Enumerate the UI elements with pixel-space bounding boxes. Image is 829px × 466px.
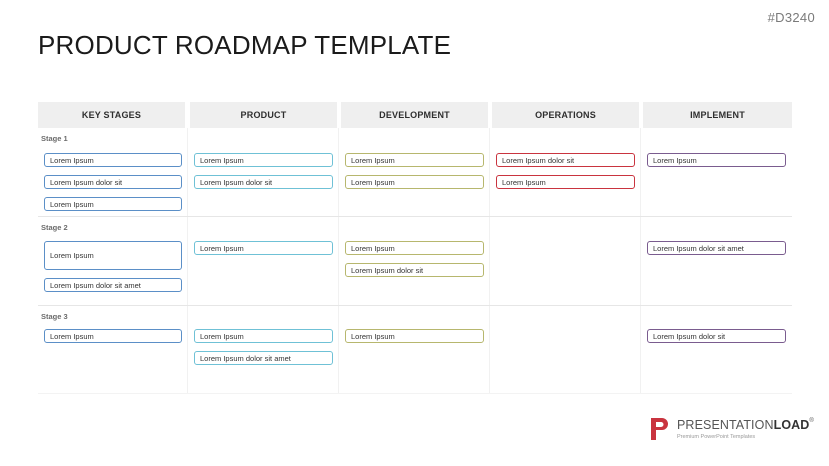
- key-stage-box: Lorem Ipsum: [44, 197, 182, 211]
- product-box: Lorem Ipsum: [194, 241, 333, 255]
- product-box: Lorem Ipsum: [194, 329, 333, 343]
- development-box: Lorem Ipsum: [345, 175, 484, 189]
- operations-box: Lorem Ipsum: [496, 175, 635, 189]
- key-stage-box: Lorem Ipsum dolor sit: [44, 175, 182, 189]
- column-divider: [187, 128, 188, 394]
- page-title: PRODUCT ROADMAP TEMPLATE: [38, 30, 452, 60]
- design-code: #D3240: [767, 10, 815, 25]
- key-stage-box: Lorem Ipsum: [44, 241, 182, 270]
- product-box: Lorem Ipsum dolor sit amet: [194, 351, 333, 365]
- product-box: Lorem Ipsum dolor sit: [194, 175, 333, 189]
- column-header-operations: OPERATIONS: [492, 102, 639, 128]
- key-stage-box: Lorem Ipsum dolor sit amet: [44, 278, 182, 292]
- column-header-key-stages: KEY STAGES: [38, 102, 185, 128]
- development-box: Lorem Ipsum: [345, 329, 484, 343]
- development-box: Lorem Ipsum: [345, 241, 484, 255]
- column-divider: [338, 128, 339, 394]
- row-divider: [38, 393, 792, 394]
- stage-label: Stage 2: [41, 223, 68, 232]
- implement-box: Lorem Ipsum dolor sit amet: [647, 241, 786, 255]
- column-divider: [640, 128, 641, 394]
- logo-wordmark: PRESENTATIONLOAD®: [677, 418, 814, 432]
- development-box: Lorem Ipsum: [345, 153, 484, 167]
- column-divider: [489, 128, 490, 394]
- column-header-development: DEVELOPMENT: [341, 102, 488, 128]
- presentationload-logo-icon: [650, 417, 668, 441]
- implement-box: Lorem Ipsum: [647, 153, 786, 167]
- row-divider: [38, 305, 792, 306]
- column-header-implement: IMPLEMENT: [643, 102, 792, 128]
- stage-label: Stage 1: [41, 134, 68, 143]
- roadmap-table: KEY STAGES PRODUCT DEVELOPMENT OPERATION…: [38, 102, 792, 394]
- row-divider: [38, 216, 792, 217]
- implement-box: Lorem Ipsum dolor sit: [647, 329, 786, 343]
- operations-box: Lorem Ipsum dolor sit: [496, 153, 635, 167]
- product-box: Lorem Ipsum: [194, 153, 333, 167]
- key-stage-box: Lorem Ipsum: [44, 153, 182, 167]
- logo-tagline: Premium PowerPoint Templates: [677, 434, 756, 440]
- column-header-product: PRODUCT: [190, 102, 337, 128]
- stage-label: Stage 3: [41, 312, 68, 321]
- development-box: Lorem Ipsum dolor sit: [345, 263, 484, 277]
- key-stage-box: Lorem Ipsum: [44, 329, 182, 343]
- presentationload-logo: PRESENTATIONLOAD® Premium PowerPoint Tem…: [650, 417, 814, 445]
